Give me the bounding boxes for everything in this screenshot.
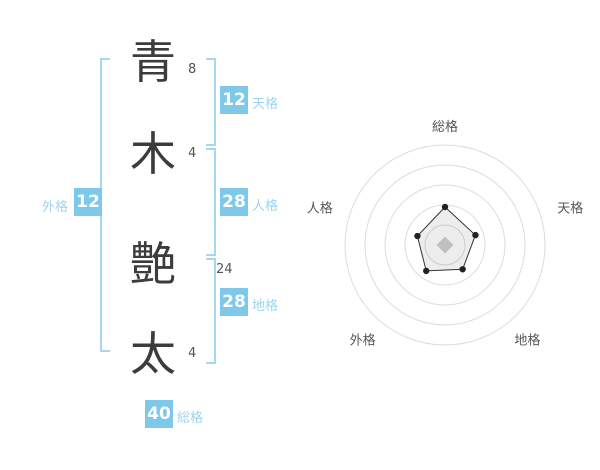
name-char-1: 青 [130, 35, 176, 89]
tenkaku-value-badge: 12 [220, 86, 248, 114]
stroke-count-2: 4 [188, 146, 197, 161]
name-char-2: 木 [130, 127, 176, 181]
radar-axis-label: 地格 [514, 332, 540, 348]
gaikaku-value-badge: 12 [74, 188, 102, 216]
radar-chart: 総格天格地格 外格 人格 [295, 95, 595, 395]
soukaku-value-badge: 40 [145, 400, 173, 428]
radar-axis-label: 総格 [432, 119, 458, 135]
jinkaku-label: 人格 [252, 199, 279, 214]
radar-axis-label: 天格 [557, 201, 583, 217]
tenkaku-label: 天格 [252, 97, 279, 112]
jinkaku-value-badge: 28 [220, 188, 248, 216]
tenkaku-bracket [206, 58, 216, 146]
jinkaku-bracket [206, 148, 216, 256]
name-char-3: 艶 [130, 237, 176, 291]
radar-axis-label: 外格 [350, 332, 376, 348]
chikaku-bracket [206, 258, 216, 364]
stroke-count-1: 8 [188, 62, 197, 77]
stroke-count-4: 4 [188, 346, 197, 361]
soukaku-label: 総格 [177, 411, 204, 426]
stroke-count-3: 24 [216, 262, 233, 277]
radar-axis-label: 人格 [307, 201, 333, 217]
chikaku-label: 地格 [252, 299, 279, 314]
chikaku-value-badge: 28 [220, 288, 248, 316]
name-char-4: 太 [130, 327, 176, 381]
gaikaku-label: 外格 [42, 200, 69, 215]
